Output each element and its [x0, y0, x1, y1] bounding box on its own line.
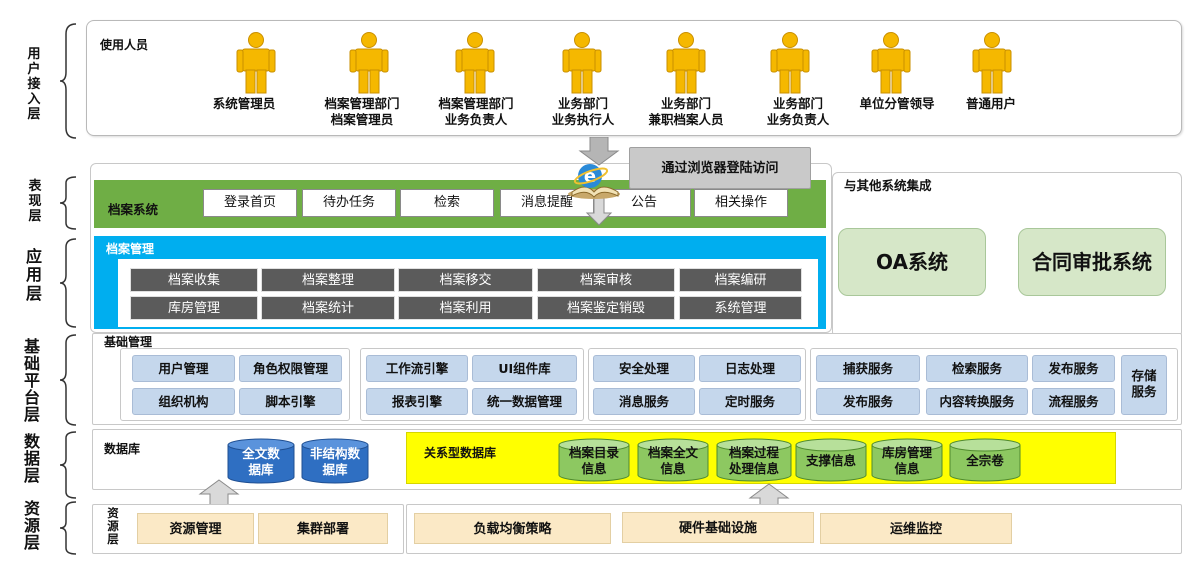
btn-warehouse-mgmt[interactable]: 库房管理 — [130, 296, 258, 320]
cyl-relational-db — [716, 438, 792, 482]
btn-load-balance[interactable]: 负载均衡策略 — [414, 513, 611, 544]
cyl-relational-db-label: 支撑信息 — [805, 453, 856, 468]
btn-archive-review[interactable]: 档案审核 — [537, 268, 675, 292]
user-role-label: 系统管理员 — [212, 96, 276, 111]
user-role-label: 档案管理部门 业务负责人 — [438, 96, 514, 127]
brace-foundation — [59, 334, 77, 426]
btn-hardware-infra[interactable]: 硬件基础设施 — [622, 512, 814, 543]
btn-archive-compile[interactable]: 档案编研 — [679, 268, 802, 292]
btn-role-permission[interactable]: 角色权限管理 — [239, 355, 342, 382]
cyl-relational-db-label: 全宗卷 — [966, 453, 1004, 468]
layer-label-user: 用户 接入 层 — [27, 47, 41, 122]
btn-log-processing[interactable]: 日志处理 — [699, 355, 801, 382]
user-role-label: 业务部门 业务执行人 — [551, 96, 615, 127]
cyl-relational-db — [949, 438, 1021, 482]
cyl-relational-db — [558, 438, 630, 482]
user-icon — [562, 32, 602, 94]
btn-archive-stats[interactable]: 档案统计 — [261, 296, 395, 320]
brace-resource — [59, 501, 77, 555]
btn-system-mgmt[interactable]: 系统管理 — [679, 296, 802, 320]
resource-inner-title: 资 源 层 — [107, 506, 119, 546]
btn-archive-collect[interactable]: 档案收集 — [130, 268, 258, 292]
cyl-relational-db-label: 档案全文 信息 — [647, 445, 698, 476]
cyl-relational-db — [795, 438, 867, 482]
cyl-relational-db — [637, 438, 709, 482]
cyl-fulltext-db — [227, 438, 295, 484]
btn-ops-monitor[interactable]: 运维监控 — [820, 513, 1012, 544]
down-arrow-browser — [578, 137, 620, 226]
layer-label-resource: 资 源 层 — [23, 499, 40, 552]
brace-presentation — [59, 176, 77, 230]
brace-application — [59, 238, 77, 328]
tab-search[interactable]: 检索 — [400, 189, 494, 217]
users-title: 使用人员 — [100, 38, 149, 52]
btn-ui-components[interactable]: UI组件库 — [472, 355, 577, 382]
brace-data — [59, 431, 77, 499]
layer-label-application: 应 用 层 — [25, 247, 42, 303]
tab-related-ops[interactable]: 相关操作 — [694, 189, 788, 217]
relational-db-title: 关系型数据库 — [424, 446, 497, 460]
user-role-label: 业务部门 兼职档案人员 — [648, 96, 724, 127]
btn-cluster-deploy[interactable]: 集群部署 — [258, 513, 388, 544]
btn-message-service[interactable]: 消息服务 — [593, 388, 695, 415]
btn-publish-service-2[interactable]: 发布服务 — [816, 388, 920, 415]
btn-storage-service[interactable]: 存储 服务 — [1121, 355, 1167, 415]
browser-access-label: 通过浏览器登陆访问 — [629, 147, 811, 189]
oa-system-box: OA系统 — [838, 228, 986, 296]
user-role-label: 档案管理部门 档案管理员 — [324, 96, 400, 127]
btn-archive-use[interactable]: 档案利用 — [398, 296, 533, 320]
cyl-fulltext-db-label: 全文数 据库 — [242, 446, 280, 477]
user-icon — [666, 32, 706, 94]
tab-todo[interactable]: 待办任务 — [302, 189, 396, 217]
cyl-relational-db-label: 库房管理 信息 — [881, 445, 932, 476]
user-role-label: 普通用户 — [965, 96, 1016, 111]
btn-organization[interactable]: 组织机构 — [132, 388, 235, 415]
btn-timer-service[interactable]: 定时服务 — [699, 388, 801, 415]
btn-workflow-engine[interactable]: 工作流引擎 — [366, 355, 468, 382]
tab-login-home[interactable]: 登录首页 — [203, 189, 297, 217]
user-icon — [455, 32, 495, 94]
btn-archive-transfer[interactable]: 档案移交 — [398, 268, 533, 292]
btn-archive-organize[interactable]: 档案整理 — [261, 268, 395, 292]
btn-report-engine[interactable]: 报表引擎 — [366, 388, 468, 415]
cyl-relational-db — [871, 438, 943, 482]
user-icon — [770, 32, 810, 94]
layer-label-presentation: 表 现 层 — [28, 179, 42, 224]
btn-user-mgmt[interactable]: 用户管理 — [132, 355, 235, 382]
btn-unified-data[interactable]: 统一数据管理 — [472, 388, 577, 415]
browser-icon: e — [568, 164, 620, 199]
btn-archive-appraise[interactable]: 档案鉴定销毁 — [537, 296, 675, 320]
database-title: 数据库 — [104, 442, 141, 456]
btn-publish-service-1[interactable]: 发布服务 — [1032, 355, 1115, 382]
btn-resource-mgmt[interactable]: 资源管理 — [137, 513, 254, 544]
btn-process-service[interactable]: 流程服务 — [1032, 388, 1115, 415]
cyl-relational-db-label: 档案目录 信息 — [568, 445, 619, 476]
user-role-label: 业务部门 业务负责人 — [766, 96, 830, 127]
layer-label-data: 数 据 层 — [23, 432, 40, 485]
btn-search-service[interactable]: 检索服务 — [926, 355, 1028, 382]
btn-content-convert[interactable]: 内容转换服务 — [926, 388, 1028, 415]
cyl-unstructured-db-label: 非结构数 据库 — [309, 446, 360, 477]
btn-security[interactable]: 安全处理 — [593, 355, 695, 382]
btn-script-engine[interactable]: 脚本引擎 — [239, 388, 342, 415]
user-icon — [871, 32, 911, 94]
user-icon — [349, 32, 389, 94]
user-icon — [236, 32, 276, 94]
integration-title: 与其他系统集成 — [844, 178, 932, 193]
user-role-label: 单位分管领导 — [859, 96, 935, 111]
user-icon — [972, 32, 1012, 94]
contract-approval-box: 合同审批系统 — [1018, 228, 1166, 296]
brace-user — [59, 23, 77, 139]
layer-label-foundation: 基 础 平 台 层 — [23, 337, 40, 424]
archive-mgmt-title: 档案管理 — [106, 242, 155, 256]
cyl-relational-db-label: 档案过程 处理信息 — [728, 445, 779, 476]
cyl-unstructured-db — [301, 438, 369, 484]
archive-system-title: 档案系统 — [108, 202, 159, 217]
foundation-title: 基础管理 — [104, 335, 153, 349]
btn-capture-service[interactable]: 捕获服务 — [816, 355, 920, 382]
